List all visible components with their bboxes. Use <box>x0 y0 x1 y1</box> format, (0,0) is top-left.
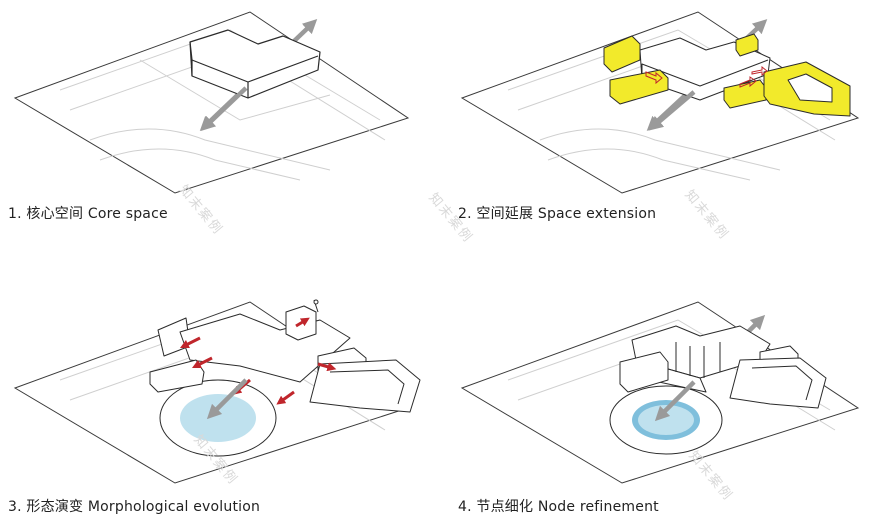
plaza <box>180 394 256 442</box>
caption-space-extension: 2. 空间延展 Space extension <box>458 206 657 222</box>
panel-space-extension <box>460 11 860 194</box>
refined-building <box>619 325 827 409</box>
panel-node-refinement <box>460 301 860 484</box>
axis-arrow-front <box>648 90 696 131</box>
caption-core-space: 1. 核心空间 Core space <box>8 206 168 222</box>
axis-arrow-front <box>654 380 696 422</box>
panel-core-space <box>13 11 410 194</box>
caption-morphological-evolution: 3. 形态演变 Morphological evolution <box>8 499 261 515</box>
evolved-building <box>149 299 421 413</box>
caption-node-refinement: 4. 节点细化 Node refinement <box>458 499 659 515</box>
axis-arrow-front <box>206 378 248 420</box>
extension-arrows <box>645 65 768 88</box>
panel-morphological-evolution <box>13 299 421 484</box>
core-volume <box>189 29 321 99</box>
axis-arrow-front <box>200 86 248 131</box>
